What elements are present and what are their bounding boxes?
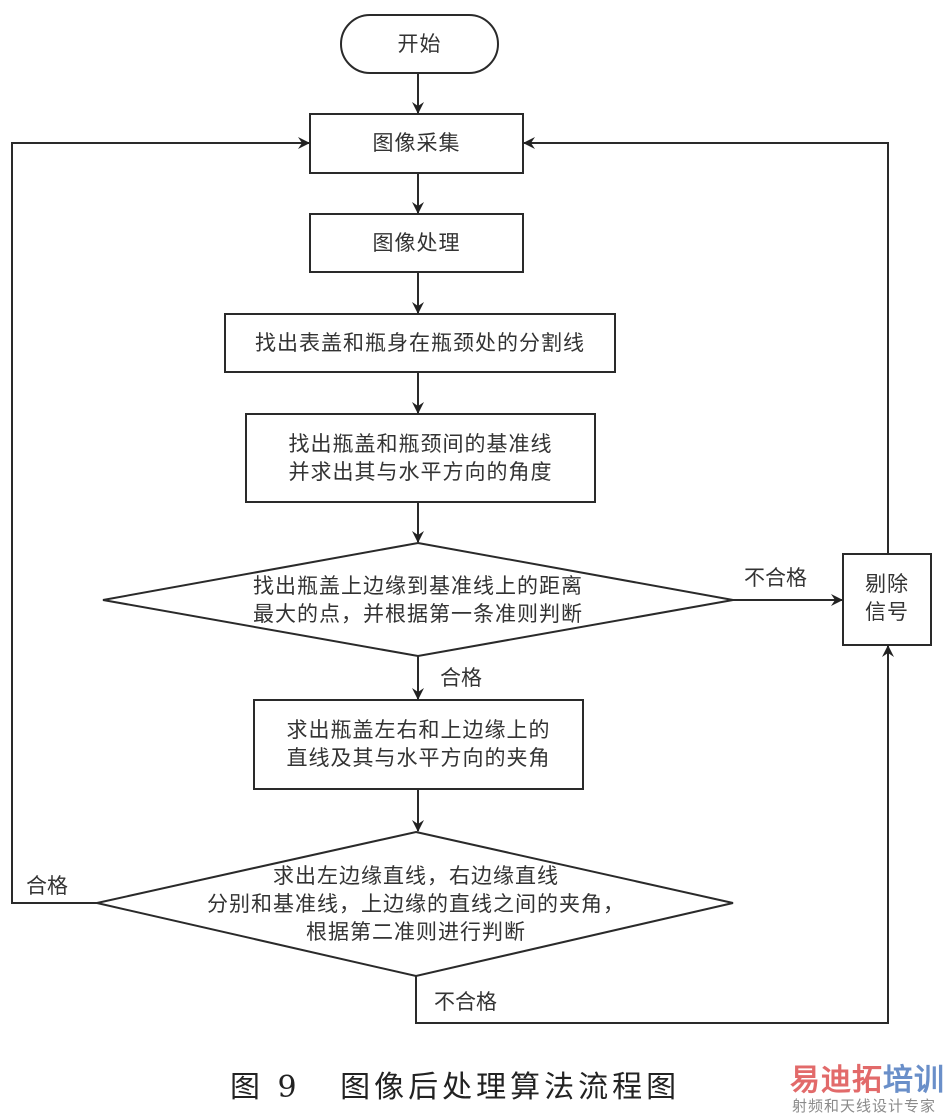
node-text-line: 图像处理	[372, 231, 461, 255]
node-check1-label: 找出瓶盖上边缘到基准线上的距离 最大的点，并根据第一条准则判断	[218, 572, 618, 628]
node-text-line: 根据第二准则进行判断	[306, 920, 526, 944]
figure-title: 图像后处理算法流程图	[340, 1070, 681, 1105]
node-text-line: 开始	[397, 32, 442, 56]
figure-number: 图 9	[230, 1070, 301, 1105]
node-edges-label: 求出瓶盖左右和上边缘上的 直线及其与水平方向的夹角	[254, 716, 583, 772]
node-baseline-shape	[245, 413, 596, 503]
watermark-logo: 易迪拓培训 射频和天线设计专家	[790, 1055, 946, 1116]
watermark-brand: 易迪拓培训	[790, 1055, 945, 1099]
node-split-label: 找出表盖和瓶身在瓶颈处的分割线	[225, 329, 615, 357]
edge-check2-reject	[415, 645, 894, 1024]
edge-label-check2-pass: 合格	[26, 874, 68, 898]
watermark-brand-blue: 培训	[883, 1063, 945, 1098]
node-text-line: 找出瓶盖和瓶颈间的基准线	[288, 432, 553, 456]
node-reject-label: 剔除 信号	[843, 570, 931, 626]
figure-caption: 图 9 图像后处理算法流程图	[230, 1062, 680, 1106]
edge-label-check2-fail: 不合格	[434, 990, 497, 1014]
node-start-label: 开始	[341, 30, 498, 58]
node-text-line: 直线及其与水平方向的夹角	[286, 746, 551, 770]
node-text-line: 图像采集	[372, 131, 461, 155]
node-process-label: 图像处理	[310, 229, 523, 257]
node-text-line: 信号	[865, 600, 909, 624]
edge-check2-acquire	[11, 137, 310, 904]
node-start-shape	[340, 14, 499, 74]
node-text-line: 求出瓶盖左右和上边缘上的	[286, 718, 551, 742]
watermark-tagline: 射频和天线设计专家	[792, 1097, 937, 1115]
node-baseline-label: 找出瓶盖和瓶颈间的基准线 并求出其与水平方向的角度	[246, 430, 595, 486]
node-text-line: 分别和基准线，上边缘的直线之间的夹角，	[207, 892, 625, 916]
node-split-shape	[224, 313, 616, 373]
node-process-shape	[309, 213, 524, 273]
watermark-brand-red: 易迪拓	[790, 1063, 883, 1098]
node-text-line: 剔除	[865, 572, 909, 596]
edge-label-check1-fail: 不合格	[744, 566, 807, 590]
node-text-line: 找出瓶盖上边缘到基准线上的距离	[253, 574, 583, 598]
edge-label-check1-pass: 合格	[440, 666, 482, 690]
edge-reject-acquire	[523, 137, 889, 554]
node-check2-label: 求出左边缘直线，右边缘直线 分别和基准线，上边缘的直线之间的夹角， 根据第二准则…	[166, 862, 666, 946]
node-text-line: 求出左边缘直线，右边缘直线	[273, 864, 559, 888]
node-text-line: 最大的点，并根据第一条准则判断	[253, 602, 583, 626]
node-acquire-label: 图像采集	[310, 129, 523, 157]
node-text-line: 并求出其与水平方向的角度	[288, 460, 553, 484]
node-text-line: 找出表盖和瓶身在瓶颈处的分割线	[255, 331, 585, 355]
